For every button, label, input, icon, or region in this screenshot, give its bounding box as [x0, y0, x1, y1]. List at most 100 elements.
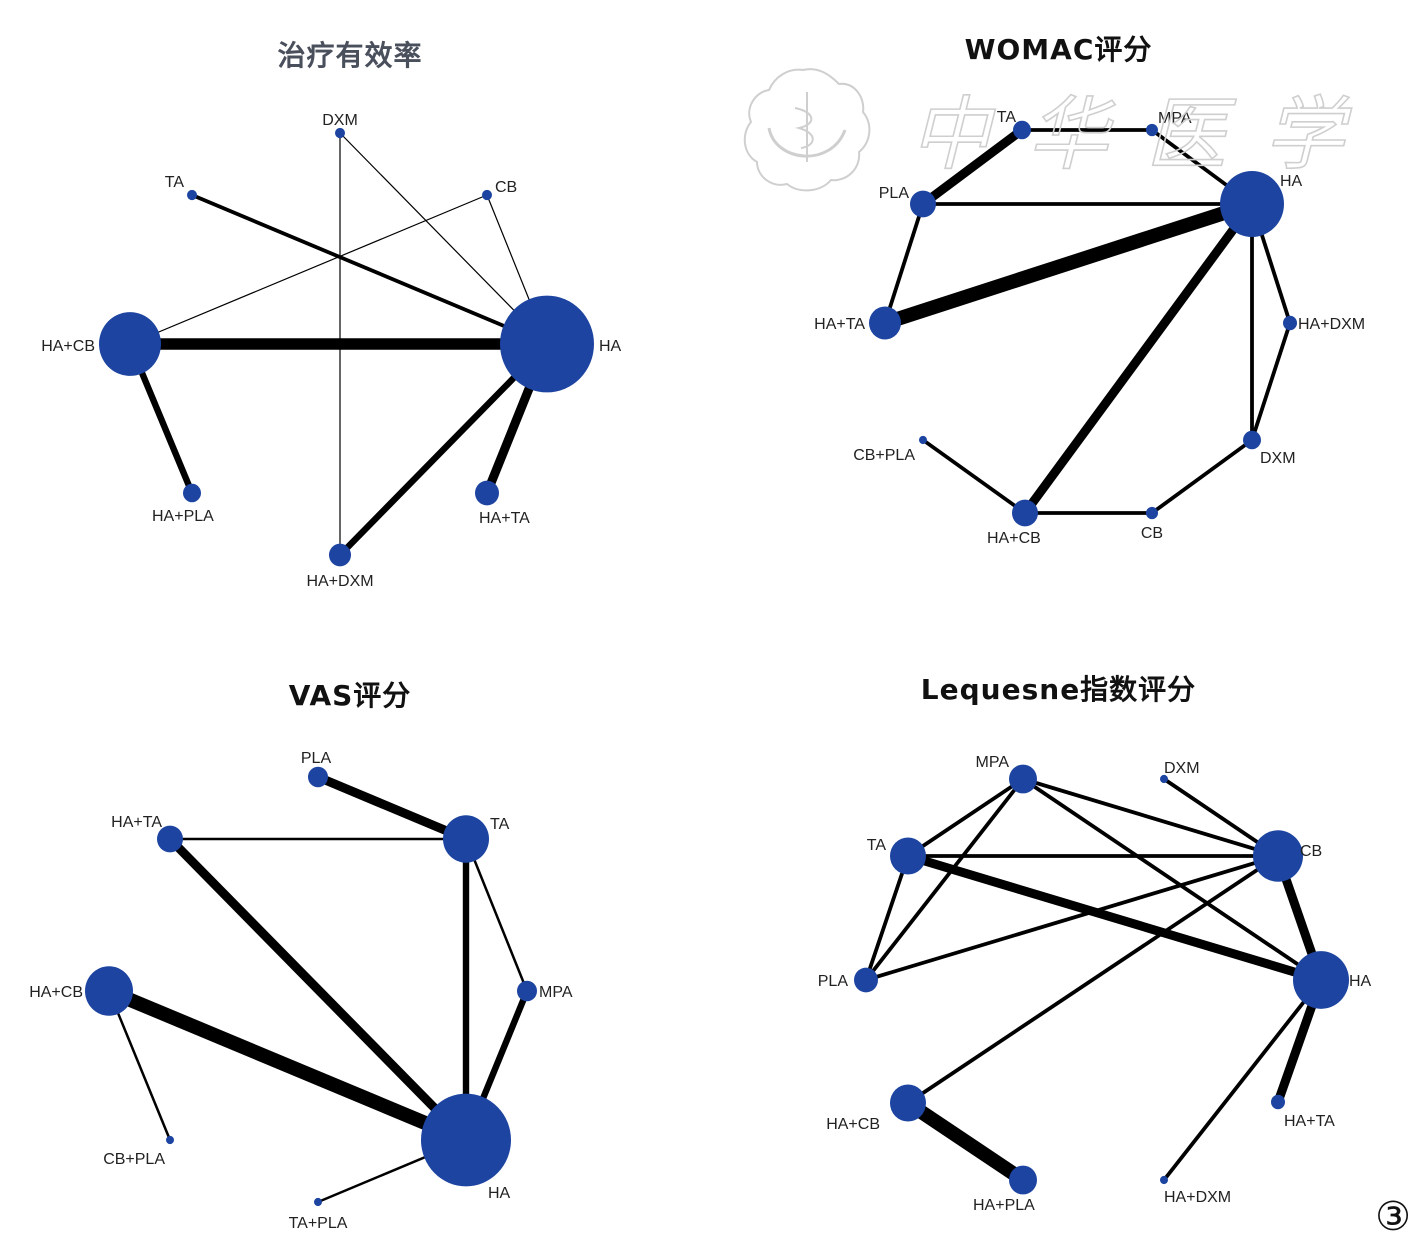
node-dxm — [335, 127, 345, 139]
edge-ha-plus-cb-to-cb-plus-pla — [107, 990, 172, 1141]
edge-ha-plus-ta-to-ha — [166, 835, 470, 1144]
node-label-ha-plus-ta: HA+TA — [479, 510, 530, 527]
node-ta — [890, 837, 926, 875]
node-cb-plus-pla — [166, 1135, 174, 1145]
edge-cb-to-ha-plus-cb — [129, 194, 488, 345]
node-label-pla: PLA — [818, 973, 849, 990]
node-dxm — [1160, 774, 1168, 784]
node-label-mpa: MPA — [976, 754, 1010, 771]
node-ha-plus-cb — [85, 966, 133, 1016]
edge-ha-plus-ta-to-ha — [882, 197, 1255, 330]
node-label-ha-plus-dxm: HA+DXM — [1164, 1189, 1231, 1206]
edge-ta-to-ha — [906, 851, 1323, 985]
edge-ha-to-ha-plus-cb — [1021, 201, 1256, 516]
node-label-ha: HA — [1349, 973, 1372, 990]
node-ha — [1220, 171, 1284, 237]
node-label-ha-plus-pla: HA+PLA — [973, 1197, 1035, 1214]
node-label-ha-plus-dxm: HA+DXM — [306, 573, 373, 590]
node-label-dxm: DXM — [1164, 760, 1200, 777]
edge-dxm-to-ha — [339, 132, 548, 345]
node-ha-plus-pla — [1009, 1165, 1037, 1195]
edge-pla-to-ta — [920, 126, 1025, 208]
node-cb — [1253, 830, 1303, 882]
node-ta — [443, 815, 489, 863]
node-label-ha-plus-cb: HA+CB — [987, 530, 1041, 547]
edge-mpa-to-ha — [1021, 777, 1323, 982]
node-label-ha-plus-cb: HA+CB — [29, 984, 83, 1001]
edge-ta-to-ha — [191, 193, 548, 346]
node-label-dxm: DXM — [1260, 450, 1296, 467]
node-label-pla: PLA — [301, 750, 332, 767]
node-mpa — [517, 980, 537, 1002]
node-label-dxm: DXM — [322, 112, 358, 129]
node-ha-plus-pla — [183, 483, 201, 503]
panel-title-vas: VAS评分 — [288, 679, 412, 712]
node-ha — [421, 1093, 511, 1187]
node-ha-plus-dxm — [1283, 315, 1297, 331]
node-label-ha-plus-ta: HA+TA — [111, 814, 162, 831]
edge-pla-to-ta — [316, 772, 468, 844]
node-label-ta: TA — [867, 837, 887, 854]
node-ta — [1013, 120, 1031, 140]
node-ha-plus-cb — [1012, 499, 1038, 527]
edge-ha-to-ha-plus-dxm — [1162, 978, 1323, 1182]
node-label-ha: HA — [1280, 173, 1303, 190]
panel-title-lequesne: Lequesne指数评分 — [920, 673, 1197, 706]
node-ta-plus-pla — [314, 1197, 322, 1207]
edge-ha-plus-dxm-to-dxm — [1250, 322, 1292, 441]
node-ha-plus-dxm — [329, 543, 351, 567]
node-label-ha: HA — [488, 1185, 511, 1202]
node-label-ha-plus-pla: HA+PLA — [152, 508, 214, 525]
node-label-ha-plus-ta: HA+TA — [814, 316, 865, 333]
node-ha — [500, 295, 594, 393]
panel-lequesne: Lequesne指数评分 MPA DXM CB HA HA+TA HA+DXM HA+PLA… — [700, 640, 1417, 1244]
edge-pla-to-cb — [865, 854, 1279, 982]
node-label-ha-plus-ta: HA+TA — [1284, 1113, 1335, 1130]
panel-title-womac: WOMAC评分 — [964, 33, 1153, 66]
figure-number: ③ — [1375, 1194, 1411, 1240]
edge-ta-to-pla — [864, 855, 910, 981]
edge-cb-to-ha-plus-cb — [906, 854, 1280, 1105]
node-ha — [1293, 951, 1349, 1009]
node-label-pla: PLA — [879, 185, 910, 202]
edge-mpa-to-pla — [864, 777, 1025, 982]
node-label-mpa: MPA — [539, 984, 573, 1001]
edge-dxm-to-cb — [1150, 438, 1254, 515]
node-ha-plus-cb — [99, 312, 161, 376]
node-ha-plus-ta — [869, 306, 901, 340]
node-label-ha: HA — [599, 338, 622, 355]
edge-ta-to-mpa — [464, 838, 529, 992]
node-label-cb: CB — [1300, 843, 1322, 860]
node-label-ha-plus-dxm: HA+DXM — [1298, 316, 1365, 333]
node-pla — [854, 967, 878, 993]
node-label-cb: CB — [495, 179, 517, 196]
node-ha-plus-dxm — [1160, 1175, 1168, 1185]
node-mpa — [1146, 123, 1158, 137]
node-label-cb-plus-pla: CB+PLA — [853, 447, 915, 464]
edge-mpa-to-cb — [1022, 777, 1279, 858]
node-cb — [1146, 506, 1158, 520]
node-cb-plus-pla — [919, 435, 927, 445]
panel-title-efficacy: 治疗有效率 — [277, 39, 423, 72]
edges — [864, 777, 1326, 1186]
node-ta — [187, 189, 197, 201]
node-mpa — [1009, 764, 1037, 794]
node-label-ta-plus-pla: TA+PLA — [289, 1215, 348, 1232]
edge-mpa-to-ta — [906, 777, 1025, 858]
node-label-ta: TA — [997, 109, 1017, 126]
node-label-cb: CB — [1141, 525, 1163, 542]
edge-pla-to-ha-plus-ta — [883, 203, 925, 324]
edges — [882, 126, 1292, 516]
node-ha-plus-cb — [890, 1084, 926, 1122]
node-label-ta: TA — [490, 816, 510, 833]
edge-ha-to-ha-plus-dxm — [337, 341, 550, 558]
node-label-ta: TA — [165, 174, 185, 191]
node-dxm — [1243, 430, 1261, 450]
